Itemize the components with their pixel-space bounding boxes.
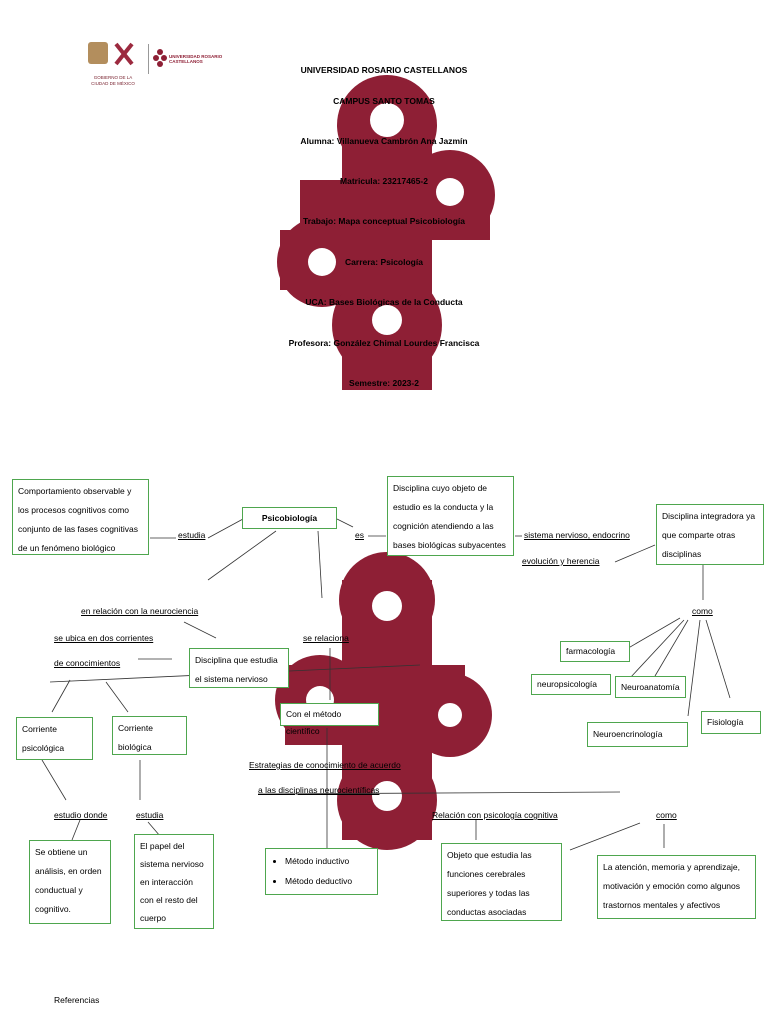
behaviour-box: Comportamiento observable y los procesos… <box>12 479 149 555</box>
discipline-label: Neuroanatomía <box>621 682 680 692</box>
papel-box: El papel del sistema nervioso en interac… <box>134 834 214 929</box>
corriente-psicologica-text: Corriente psicológica <box>22 724 65 753</box>
discipline-neuroencrinologia: Neuroencrinología <box>587 722 688 747</box>
semester: Semestre: 2023-2 <box>349 378 419 388</box>
student-name: Alumna: Villanueva Cambrón Ana Jazmín <box>300 136 468 146</box>
metodo-text: Con el método científico <box>286 709 342 736</box>
estrategias-label-1: Estrategias de conocimiento de acuerdo <box>249 760 401 770</box>
corriente-biologica-text: Corriente biológica <box>118 723 153 752</box>
estudia-label-2: estudia <box>136 810 164 820</box>
relacion-cognitiva-label: Relación con psicología cognitiva <box>432 810 558 820</box>
career-name: Carrera: Psicología <box>345 257 423 267</box>
relaciona-label: se relaciona <box>303 633 349 643</box>
analisis-text: Se obtiene un análisis, en orden conduct… <box>35 847 102 914</box>
atencion-box: La atención, memoria y aprendizaje, moti… <box>597 855 756 919</box>
sistema-label: sistema nervioso, endocrino <box>524 530 630 540</box>
uni-logo-text: UNIVERSIDAD ROSARIO CASTELLANOS <box>169 54 223 64</box>
gov-logo-text: GOBIERNO DE LA CIUDAD DE MÉXICO <box>91 75 135 86</box>
metodo-box: Con el método científico <box>280 703 379 736</box>
gov-logo: GOBIERNO DE LA CIUDAD DE MÉXICO <box>86 40 146 86</box>
conocimientos-label: de conocimientos <box>54 658 121 668</box>
corriente-biologica-box: Corriente biológica <box>112 716 187 755</box>
como-label-1: como <box>692 606 713 616</box>
behaviour-text: Comportamiento observable y los procesos… <box>18 486 139 553</box>
references-heading: Referencias <box>54 995 100 1005</box>
discipline-neuropsicologia: neuropsicología <box>531 674 611 695</box>
discipline-neuroanatomia: Neuroanatomía <box>615 676 686 698</box>
center-concept-box: Psicobiología <box>242 507 337 529</box>
analisis-box: Se obtiene un análisis, en orden conduct… <box>29 840 111 924</box>
university-name: UNIVERSIDAD ROSARIO CASTELLANOS <box>300 65 468 75</box>
objeto-text: Objeto que estudia las funciones cerebra… <box>447 850 532 917</box>
discipline-farmacologia: farmacología <box>560 641 630 662</box>
evolucion-label: evolución y herencia <box>522 556 600 566</box>
objeto-box: Objeto que estudia las funciones cerebra… <box>441 843 562 921</box>
integradora-box: Disciplina integradora ya que comparte o… <box>656 504 764 565</box>
crest-icon <box>88 42 108 64</box>
estudia-sn-text: Disciplina que estudia el sistema nervio… <box>195 655 278 684</box>
enrollment-number: Matricula: 23217465-2 <box>340 176 428 186</box>
discipline-label: Fisiología <box>707 717 744 727</box>
estudia-sn-box: Disciplina que estudia el sistema nervio… <box>189 648 289 688</box>
integradora-text: Disciplina integradora ya que comparte o… <box>662 511 756 559</box>
definition-text: Disciplina cuyo objeto de estudio es la … <box>393 483 506 550</box>
definition-box: Disciplina cuyo objeto de estudio es la … <box>387 476 514 556</box>
metodos-list: Método inductivo Método deductivo <box>271 851 372 891</box>
discipline-fisiologia: Fisiología <box>701 711 761 734</box>
uni-logo: UNIVERSIDAD ROSARIO CASTELLANOS <box>148 44 253 74</box>
estudia-label-1: estudia <box>178 530 206 540</box>
work-title: Trabajo: Mapa conceptual Psicobiología <box>302 216 465 226</box>
teacher-name: Profesora: González Chimal Lourdes Franc… <box>288 338 480 348</box>
uca-name: UCA: Bases Biológicas de la Conducta <box>305 297 463 307</box>
estudio-donde-label: estudio donde <box>54 810 108 820</box>
discipline-label: neuropsicología <box>537 679 598 689</box>
papel-text: El papel del sistema nervioso en interac… <box>140 841 204 923</box>
como-label-2: como <box>656 810 677 820</box>
corriente-psicologica-box: Corriente psicológica <box>16 717 93 760</box>
atencion-text: La atención, memoria y aprendizaje, moti… <box>603 862 741 910</box>
metodo-item: Método deductivo <box>285 871 372 891</box>
center-concept-text: Psicobiología <box>261 513 318 523</box>
metodo-item: Método inductivo <box>285 851 372 871</box>
campus-name: CAMPUS SANTO TOMAS <box>333 96 435 106</box>
discipline-label: farmacología <box>566 646 616 656</box>
metodos-box: Método inductivo Método deductivo <box>265 848 378 895</box>
neurociencia-label: en relación con la neurociencia <box>81 606 199 616</box>
estrategias-label-2: a las disciplinas neurocientíficas <box>258 785 380 795</box>
ubica-label: se ubica en dos corrientes <box>54 633 154 643</box>
discipline-label: Neuroencrinología <box>593 729 663 739</box>
es-label: es <box>355 530 364 540</box>
